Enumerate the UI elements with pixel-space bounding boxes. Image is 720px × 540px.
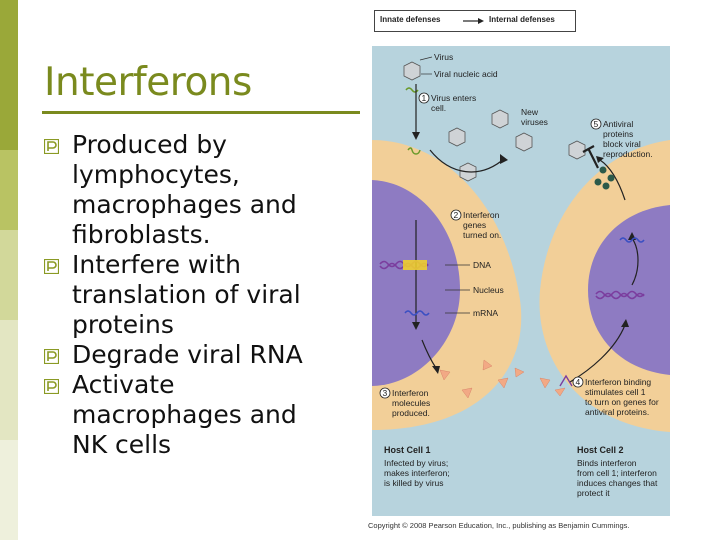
- host-cell-1-desc-a: Infected by virus;: [384, 458, 448, 468]
- block-symbol: [582, 145, 599, 169]
- host-cell-1-desc-b: makes interferon;: [384, 468, 450, 478]
- bullet-box-icon: [44, 349, 59, 364]
- step3-number: 3: [383, 388, 388, 398]
- host-cell-1-title: Host Cell 1: [384, 445, 431, 455]
- host-cell-2-desc-b: from cell 1; interferon: [577, 468, 657, 478]
- legend-internal: Internal defenses: [489, 15, 555, 24]
- label-step5-b: proteins: [603, 129, 633, 139]
- label-step3-c: produced.: [392, 408, 430, 418]
- label-nucleus: Nucleus: [473, 285, 504, 295]
- interferon-diagram: 1 2 3 4 5 Virus Viral nucleic acid Virus…: [372, 46, 670, 516]
- label-step4-d: antiviral proteins.: [585, 407, 649, 417]
- label-step4-c: to turn on genes for: [585, 397, 659, 407]
- host-cell-2-desc-d: protect it: [577, 488, 610, 498]
- step-markers: [379, 92, 602, 399]
- arrow-right-icon: [463, 18, 484, 24]
- mrna-strand-cell-2: [619, 237, 645, 243]
- host-cell-2-nucleus: [588, 205, 670, 375]
- legend-innate: Innate defenses: [380, 15, 441, 24]
- virus-icon: [403, 61, 586, 182]
- label-leaders: [419, 56, 470, 314]
- interferon-gene-highlight: [403, 260, 427, 270]
- bullet-box-icon: [44, 139, 59, 154]
- defense-legend: Innate defenses Internal defenses: [374, 10, 576, 32]
- step2-number: 2: [454, 210, 459, 220]
- host-info-band: [372, 434, 670, 516]
- label-step5-c: block viral: [603, 139, 641, 149]
- viral-rna-strand: [407, 147, 421, 155]
- bullet-item: Degrade viral RNA: [44, 340, 344, 370]
- step4-number: 4: [576, 377, 581, 387]
- label-step4-b: stimulates cell 1: [585, 387, 646, 397]
- bullet-box-icon: [44, 379, 59, 394]
- label-new-viruses-b: viruses: [521, 117, 548, 127]
- label-step2-a: Interferon: [463, 210, 500, 220]
- label-virus: Virus: [434, 52, 453, 62]
- label-new-viruses-a: New: [521, 107, 539, 117]
- bullet-text: Degrade viral RNA: [72, 340, 303, 369]
- label-step1-b: cell.: [431, 103, 446, 113]
- host-cell-2-title: Host Cell 2: [577, 445, 624, 455]
- slide-title: Interferons: [44, 60, 252, 105]
- step5-number: 5: [594, 119, 599, 129]
- label-step4-a: Interferon binding: [585, 377, 651, 387]
- decorative-side-bar: [0, 0, 18, 540]
- label-step3-b: molecules: [392, 398, 430, 408]
- label-step2-b: genes: [463, 220, 486, 230]
- interferon-molecules: [439, 359, 566, 399]
- step1-number: 1: [422, 93, 427, 103]
- label-step2-c: turned on.: [463, 230, 501, 240]
- host-cell-2-desc-a: Binds interferon: [577, 458, 637, 468]
- label-viral-nucleic-acid: Viral nucleic acid: [434, 69, 498, 79]
- label-dna: DNA: [473, 260, 491, 270]
- label-step3-a: Interferon: [392, 388, 429, 398]
- label-step1-a: Virus enters: [431, 93, 476, 103]
- host-cell-1-desc-c: is killed by virus: [384, 478, 444, 488]
- label-step5-a: Antiviral: [603, 119, 633, 129]
- antiviral-proteins: [594, 166, 615, 190]
- mrna-strand-cell-1: [404, 310, 430, 316]
- dna-strand-cell-2: [595, 290, 645, 298]
- bullet-box-icon: [44, 259, 59, 274]
- copyright-notice: Copyright © 2008 Pearson Education, Inc.…: [368, 521, 630, 530]
- host-cell-2-desc-c: induces changes that: [577, 478, 658, 488]
- title-underline: [42, 111, 360, 114]
- label-step5-d: reproduction.: [603, 149, 653, 159]
- interferon-receptor: [559, 374, 573, 387]
- label-mrna: mRNA: [473, 308, 498, 318]
